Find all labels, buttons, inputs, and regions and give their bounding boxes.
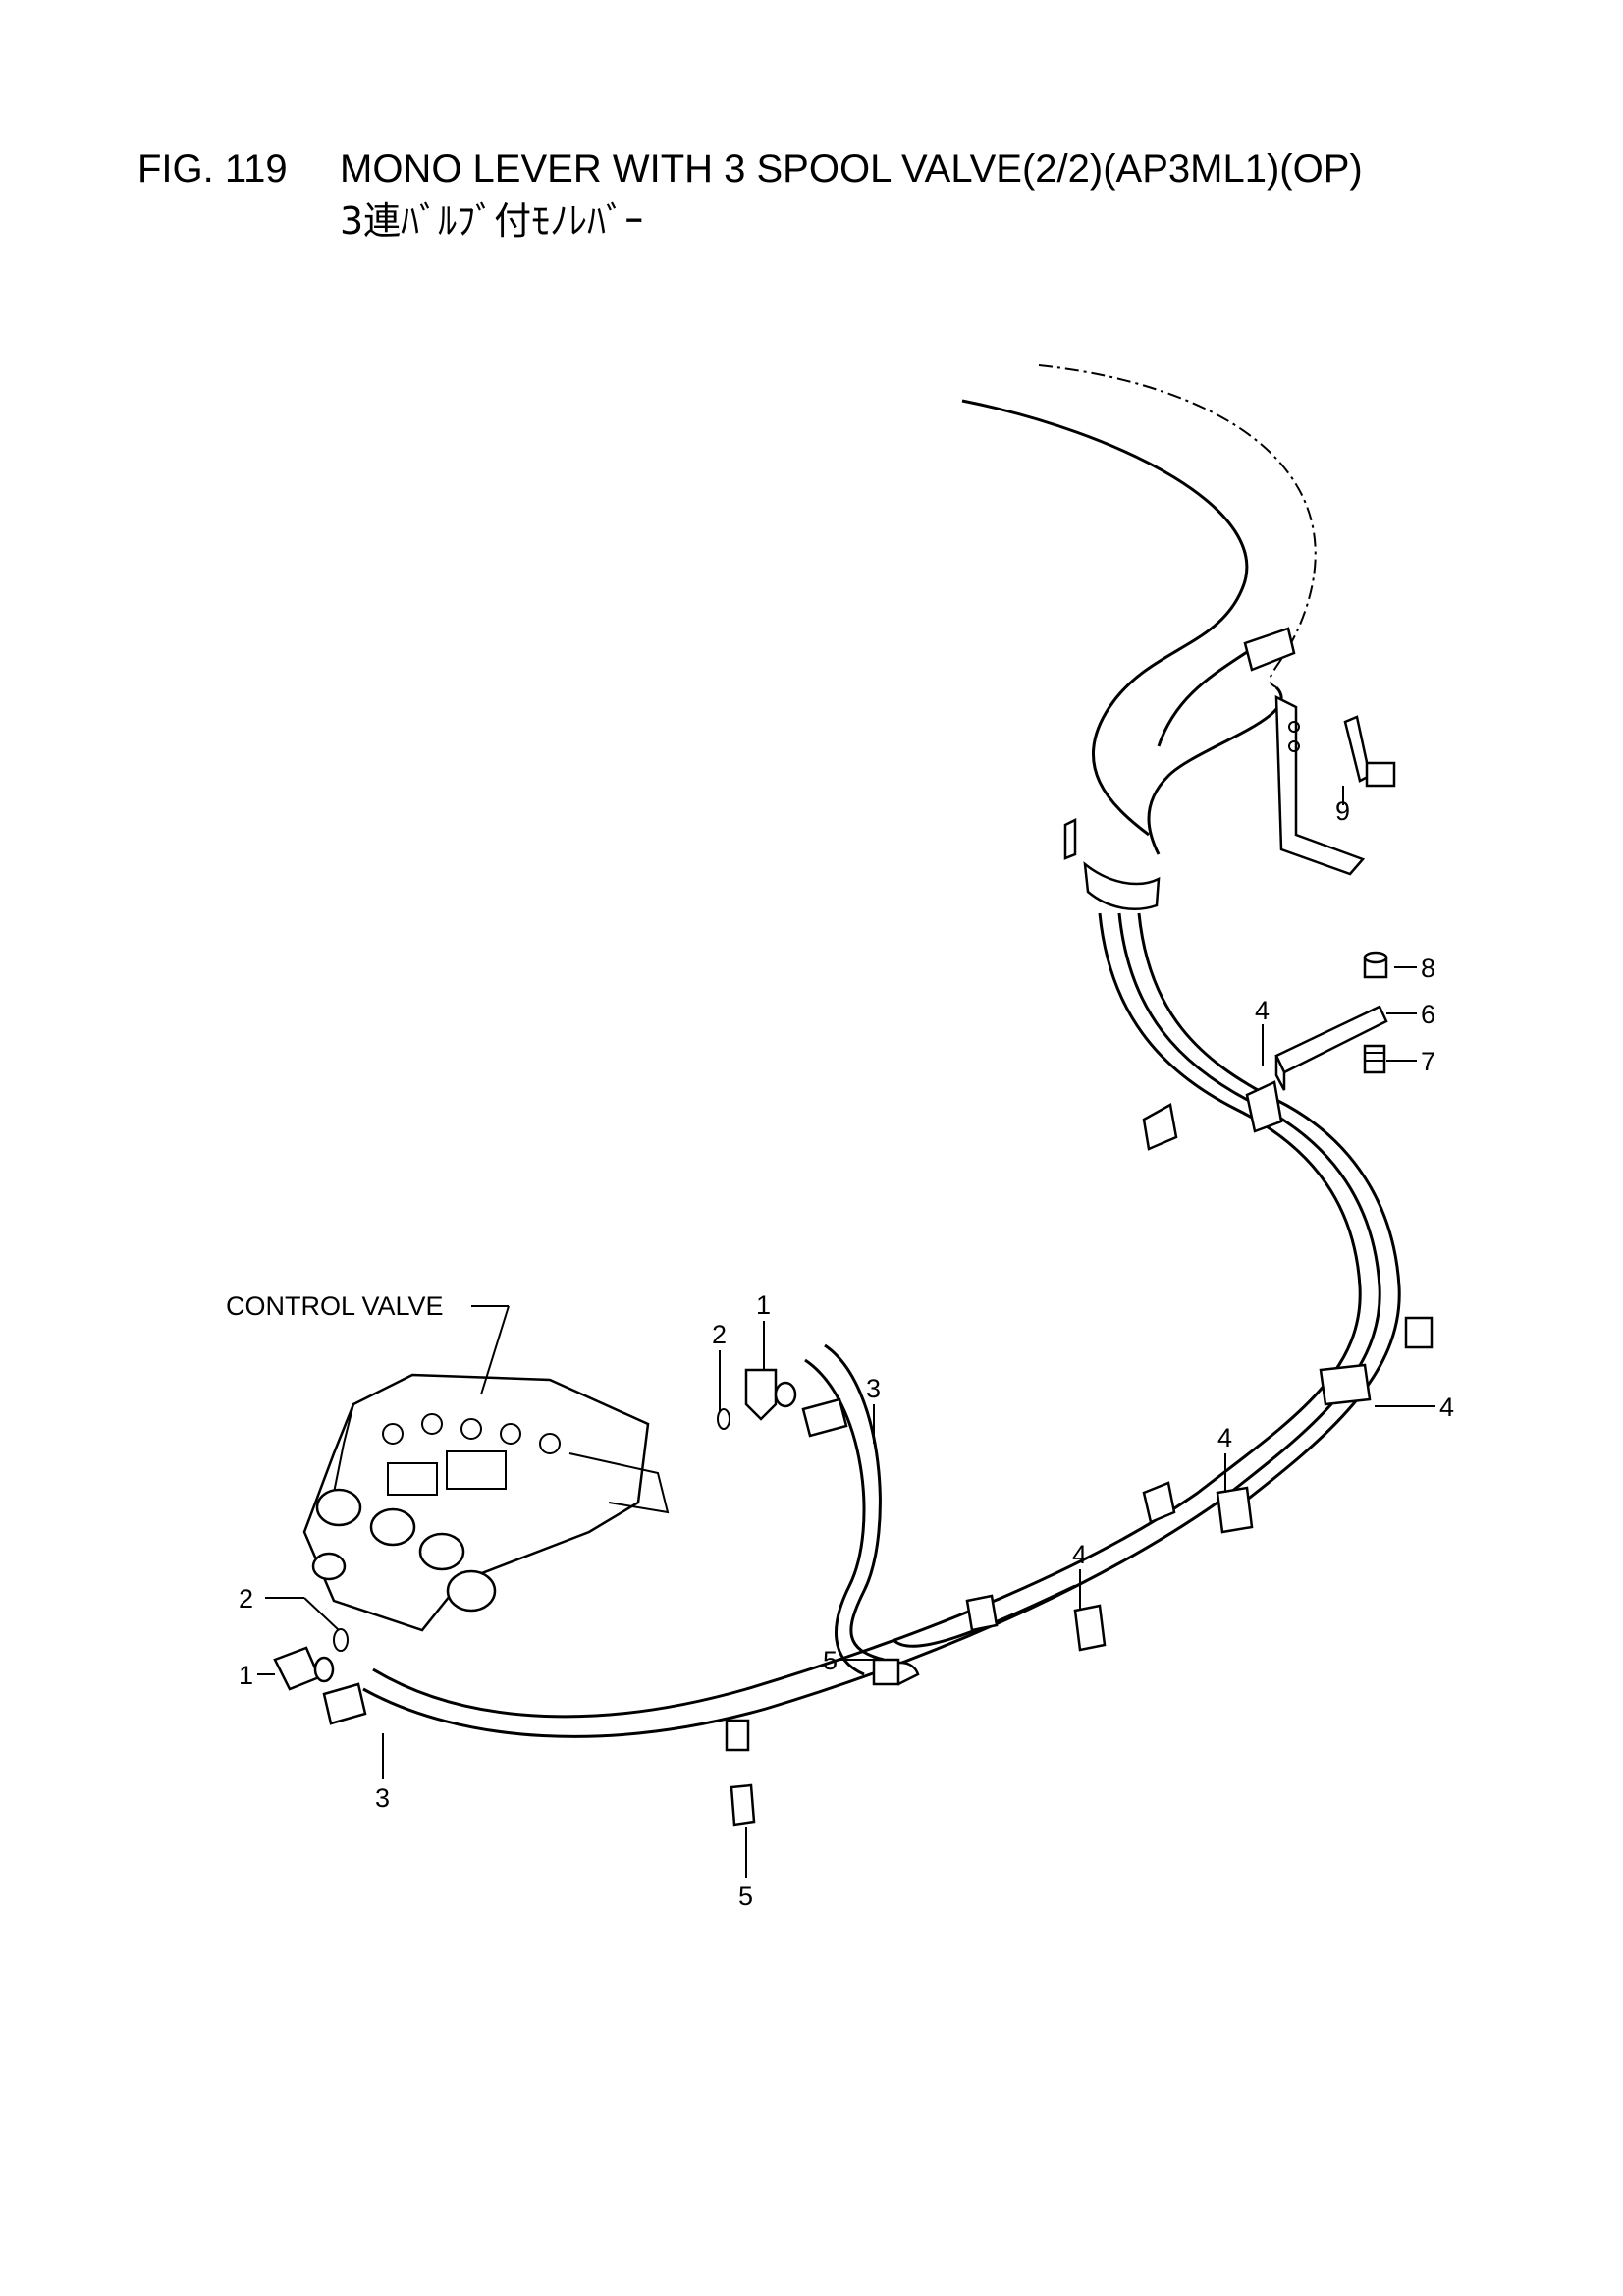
hose-end-fittings [322,1397,848,1725]
control-valve-label: CONTROL VALVE [226,1291,444,1321]
callout-9: 9 [1335,796,1350,826]
callout-4-lower: 4 [1072,1540,1087,1569]
figure-number: FIG. 119 [137,147,288,191]
callout-3-lower: 3 [375,1783,390,1813]
callout-8: 8 [1421,954,1435,983]
elbow-fitting-lower [273,1646,335,1691]
callout-5-upper: 5 [823,1646,838,1675]
callout-5-lower: 5 [738,1882,753,1911]
callout-7: 7 [1421,1047,1435,1076]
bolts [725,1103,1434,1752]
figure-subtitle-japanese: 3連ﾊﾞﾙﾌﾞ付ﾓﾉﾚﾊﾞｰ [340,199,644,243]
hose-bundle [362,912,1401,1827]
o-ring-upper [717,1408,730,1430]
bolt-part-9 [1343,715,1396,788]
elbow-fitting-upper [744,1368,797,1421]
callout-2-lower: 2 [239,1584,253,1613]
callout-4-right: 4 [1439,1393,1454,1422]
o-ring-lower [333,1628,349,1652]
main-hose [961,364,1366,910]
callout-6: 6 [1421,1000,1435,1029]
callout-2-upper: 2 [712,1320,727,1349]
callout-1-upper: 1 [756,1290,771,1320]
callout-1-lower: 1 [239,1661,253,1690]
leader-lines [257,786,1435,1878]
nut-part-8 [1363,951,1388,979]
figure-title: MONO LEVER WITH 3 SPOOL VALVE(2/2)(AP3ML… [340,147,1363,191]
bracket-plate [1274,1005,1388,1091]
bolt-part-7 [1363,1044,1386,1074]
control-valve [302,1373,670,1632]
callout-3-upper: 3 [866,1374,881,1403]
callout-4-top: 4 [1255,996,1270,1025]
callout-4-middle: 4 [1217,1423,1232,1452]
